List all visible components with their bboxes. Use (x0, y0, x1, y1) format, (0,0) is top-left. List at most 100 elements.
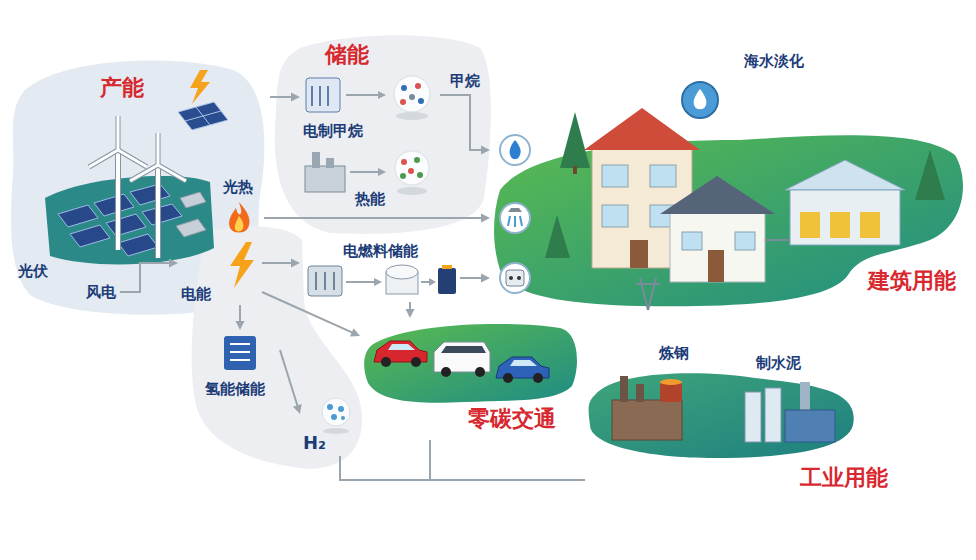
solar-farm (142, 204, 182, 225)
cars (411, 357, 421, 367)
node-label: 热能 (355, 190, 385, 208)
fuel-storage-chain (324, 272, 326, 290)
home-icons (508, 208, 522, 212)
icon-node: 光热 (212, 176, 264, 236)
methanation-device (306, 78, 340, 112)
steel-plant (620, 376, 628, 402)
heat-plant (401, 159, 407, 165)
node-label: 氢能储能 (205, 380, 265, 398)
cars (510, 360, 537, 366)
methanation-device (396, 112, 428, 120)
region-title-holder: 零碳交通 (468, 406, 556, 432)
node-label: 风电 (86, 283, 116, 301)
region-area: 产能光伏风电光热电能 (5, 55, 270, 320)
heat-plant (400, 173, 406, 179)
region-area: 储能电制甲烷热能 (270, 28, 498, 238)
hydrogen-molecule (322, 398, 350, 426)
connector-arrow (236, 305, 245, 330)
connector-arrow (340, 440, 430, 480)
heat-plant (408, 168, 414, 174)
wind-turbine (116, 150, 120, 250)
cars (533, 373, 543, 383)
hydrogen-storage-icon (230, 351, 250, 353)
cars (503, 373, 513, 383)
node-label: 电制甲烷 (303, 122, 363, 140)
icon-node: 炼钢 (655, 342, 693, 364)
houses (602, 205, 628, 227)
cement-plant (745, 392, 761, 442)
hydrogen-molecule (341, 416, 345, 420)
wind-turbine (155, 165, 161, 258)
solar-farm (70, 225, 110, 247)
node-label: H₂ (303, 432, 326, 454)
region-title-holder: 产能 (100, 75, 144, 101)
connector-arrow (340, 456, 585, 480)
heat-plant (397, 187, 427, 195)
hydrogen-molecule (338, 406, 344, 412)
solar-farm (94, 194, 134, 216)
home-icons (500, 263, 530, 293)
arrow-head (350, 328, 360, 336)
methanation-device (401, 85, 407, 91)
hydrogen-molecule (331, 414, 337, 420)
region-title-holder: 储能 (325, 42, 369, 68)
connector-line (262, 292, 354, 333)
houses (670, 212, 765, 282)
lightning-icon (230, 242, 254, 288)
arrow-head (406, 309, 415, 318)
solar-farm (106, 214, 146, 236)
arrow-head (291, 259, 300, 268)
solar-farm (130, 184, 170, 205)
houses (602, 165, 628, 187)
steel-plant (612, 400, 682, 440)
home-icons (520, 216, 522, 226)
fuel-storage-chain (442, 265, 452, 269)
cars (441, 367, 451, 377)
heat-plant (417, 172, 423, 178)
region-area: 工业用能 炼钢制水泥 (585, 340, 965, 545)
cement-plant (800, 382, 810, 412)
home-icons (514, 216, 516, 227)
region-outline (364, 324, 577, 403)
icon-node: 电燃料储能 (300, 240, 460, 302)
fuel-storage-chain (374, 278, 382, 286)
connector-line (239, 305, 241, 323)
hydrogen-storage-icon (224, 336, 256, 370)
solar-farm (118, 234, 158, 256)
heat-plant (350, 171, 380, 173)
region-outline (11, 60, 264, 314)
node-label: 光伏 (18, 262, 48, 280)
icon-node: 海水淡化 (740, 50, 808, 72)
hydrogen-storage-icon (230, 359, 250, 361)
icon-node: 光伏 (14, 260, 52, 282)
cars (388, 344, 415, 350)
houses (584, 108, 700, 150)
houses (708, 250, 724, 282)
region-outline (494, 135, 963, 306)
hydrogen-storage-icon (230, 343, 250, 345)
solar-farm (58, 205, 98, 227)
hydrogen-molecule (322, 398, 350, 434)
methanation-device (415, 83, 421, 89)
desalination-plant (790, 190, 900, 245)
methanation-device (394, 76, 430, 112)
hydrogen-molecule (323, 428, 349, 434)
fuel-storage-chain (346, 281, 376, 283)
home-icons (509, 276, 513, 280)
cement-plant (765, 388, 781, 442)
icon-node: H₂ (300, 398, 358, 456)
node-label: 海水淡化 (744, 52, 804, 70)
fuel-storage-chain (386, 265, 418, 279)
connector-arrow (262, 292, 360, 336)
connector-arrow (262, 259, 300, 268)
region-title: 建筑用能 (868, 268, 956, 294)
arrow-head (481, 214, 490, 223)
connector-line (340, 440, 430, 480)
connector-arrow (460, 274, 490, 283)
node-label: 光热 (223, 178, 253, 196)
home-icons (517, 276, 521, 280)
region-title-holder: 工业用能 (800, 465, 888, 491)
region-title: 产能 (100, 75, 144, 101)
node-label: 制水泥 (756, 354, 801, 372)
